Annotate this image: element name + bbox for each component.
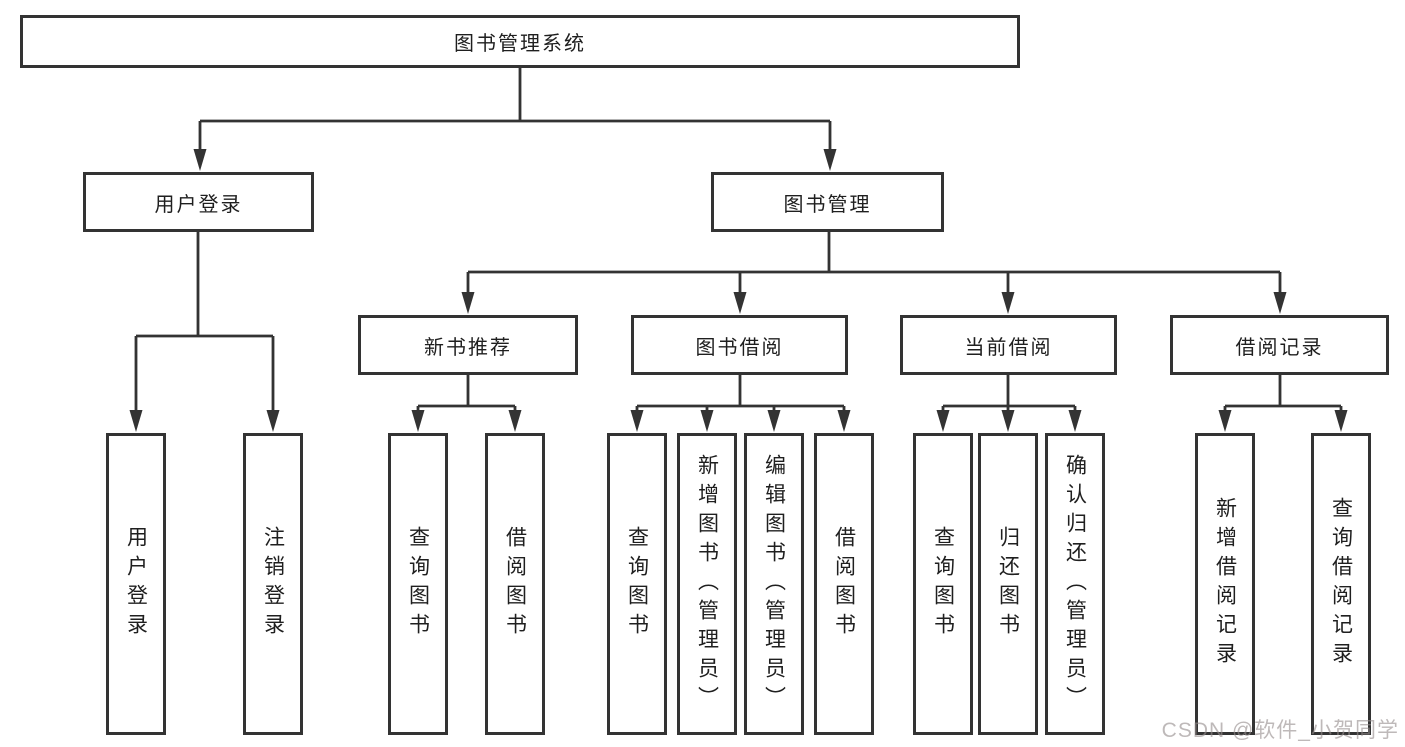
arrow-down-icon [767,410,781,432]
leaf-query-borrow-record: 查询借阅记录 [1311,433,1371,735]
arrow-down-icon [1001,410,1015,432]
arrow-down-icon [1068,410,1082,432]
leaf-add-borrow-record: 新增借阅记录 [1195,433,1255,735]
leaf-query-books-borrow: 查询图书 [607,433,667,735]
leaf-user-login: 用户登录 [106,433,166,735]
arrow-down-icon [1273,292,1287,314]
leaf-query-books-recommend: 查询图书 [388,433,448,735]
arrow-down-icon [411,410,425,432]
leaf-borrow-books-recommend: 借阅图书 [485,433,545,735]
arrow-down-icon [1218,410,1232,432]
connector-current-borrow [941,374,1077,412]
arrow-down-icon [936,410,950,432]
arrow-down-icon [733,292,747,314]
connector-borrow-record [1223,374,1343,412]
arrow-down-icon [630,410,644,432]
node-current-borrow: 当前借阅 [900,315,1117,375]
arrow-down-icon [700,410,714,432]
arrowheads [129,149,1348,432]
connector-new-book [416,374,517,412]
arrow-down-icon [193,149,207,171]
arrow-down-icon [1001,292,1015,314]
leaf-edit-books-admin: 编辑图书（管理员） [744,433,804,735]
connector-book-mgmt [466,231,1282,293]
leaf-confirm-return-admin: 确认归还（管理员） [1045,433,1105,735]
arrow-down-icon [837,410,851,432]
node-root-system: 图书管理系统 [20,15,1020,68]
leaf-logout: 注销登录 [243,433,303,735]
connector-book-borrow [635,374,846,412]
leaf-borrow-books: 借阅图书 [814,433,874,735]
watermark: CSDN @软件_小贺同学 [1161,719,1399,742]
node-new-book-recommend: 新书推荐 [358,315,578,375]
node-book-management: 图书管理 [711,172,944,232]
node-user-login: 用户登录 [83,172,314,232]
leaf-add-books-admin: 新增图书（管理员） [677,433,737,735]
connector-root [198,67,832,150]
arrow-down-icon [823,149,837,171]
arrow-down-icon [461,292,475,314]
arrow-down-icon [508,410,522,432]
node-borrow-records: 借阅记录 [1170,315,1389,375]
arrow-down-icon [1334,410,1348,432]
node-book-borrow: 图书借阅 [631,315,848,375]
leaf-query-books-current: 查询图书 [913,433,973,735]
arrow-down-icon [266,410,280,432]
leaf-return-books: 归还图书 [978,433,1038,735]
arrow-down-icon [129,410,143,432]
connector-user-login [134,231,275,412]
